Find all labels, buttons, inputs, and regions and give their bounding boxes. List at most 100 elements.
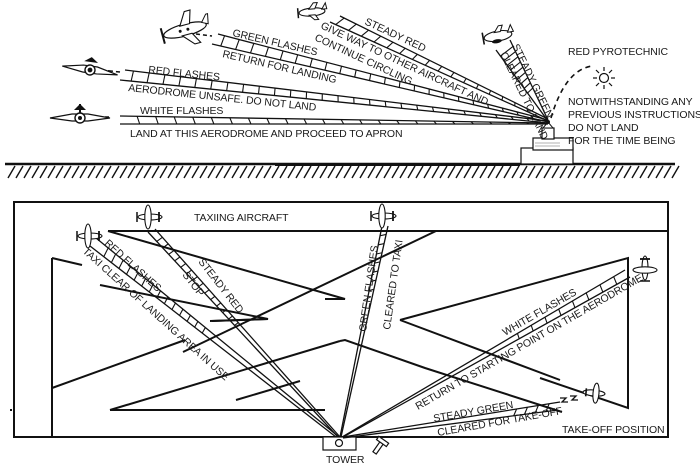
takeoff-position-marker	[560, 395, 578, 403]
red-flashes-hatch	[431, 106, 435, 112]
ground-hatch-stroke	[247, 165, 256, 179]
ground-hatch-stroke	[527, 165, 536, 179]
ground-hatch-stroke	[559, 165, 568, 179]
ground-steady-red-hatch	[156, 236, 163, 242]
ground-hatch-stroke	[103, 165, 112, 179]
ground-hatch-stroke	[543, 165, 552, 179]
ground-steady-green-hatch	[523, 407, 528, 415]
tower-label: TOWER	[326, 454, 365, 466]
ground-hatch-stroke	[7, 165, 16, 179]
steady-green-hatch	[517, 71, 526, 80]
green-flashes-hatch	[339, 66, 343, 74]
white-flashes-hatch	[266, 118, 271, 125]
red-flashes-hatch	[463, 110, 466, 115]
green-flashes-hatch	[472, 100, 475, 105]
steady-red-hatch	[424, 59, 430, 66]
air-green-flashes-meaning: RETURN FOR LANDING	[221, 48, 337, 86]
red-flashes-hatch	[178, 76, 182, 87]
ground-hatch-stroke	[639, 165, 648, 179]
flare-burst-icon	[593, 67, 615, 89]
ground-hatch-stroke	[15, 165, 24, 179]
ground-hatch-stroke	[575, 165, 584, 179]
ground-red-flashes-hatch	[118, 259, 124, 269]
ground-hatch-stroke	[623, 165, 632, 179]
green-flashes-hatch	[383, 77, 386, 85]
ground-hatch-stroke	[175, 165, 184, 179]
ground-steady-red-hatch	[186, 269, 192, 275]
ground-hatch-stroke	[215, 165, 224, 179]
ground-steady-red-hatch	[162, 243, 169, 249]
ground-hatch-stroke	[111, 165, 120, 179]
ground-steady-red-hatch	[222, 309, 227, 313]
control-tower-side	[520, 120, 574, 165]
aircraft-icon-takeoff-steady-green	[582, 382, 606, 404]
ground-red-flashes-hatch	[178, 308, 184, 316]
steady-green-hatch	[500, 45, 514, 57]
ground-hatch-stroke	[279, 165, 288, 179]
white-flashes-hatch	[192, 116, 196, 125]
aircraft-icon-taxi-green-flashes	[370, 203, 397, 229]
steady-red-hatch	[450, 72, 455, 78]
white-flashes-hatch	[247, 117, 252, 125]
ground-red-flashes-hatch	[163, 296, 169, 304]
ground-white-flashes-hatch	[530, 325, 534, 332]
ground-hatch-stroke	[71, 165, 80, 179]
ground-hatch-stroke	[167, 165, 176, 179]
ground-hatch-stroke	[367, 165, 376, 179]
ground-steady-red-hatch	[210, 295, 216, 301]
steady-green-hatch	[520, 77, 529, 85]
ground-steady-red-hatch	[192, 276, 198, 281]
ground-steady-red-hatch	[234, 322, 239, 326]
ground-hatch-stroke	[95, 165, 104, 179]
ground-steady-red-hatch	[216, 302, 222, 307]
green-flashes-hatch	[324, 62, 328, 71]
white-flashes-hatch	[377, 119, 382, 125]
red-flashes-hatch	[384, 101, 387, 107]
pyrotechnic-signal: RED PYROTECHNIC	[568, 46, 669, 58]
ground-hatch-stroke	[63, 165, 72, 179]
ground-hatch-stroke	[255, 165, 264, 179]
red-flashes-hatch	[273, 88, 276, 96]
ground-green-flashes-hatch	[372, 270, 379, 273]
white-flashes-hatch	[210, 117, 215, 125]
ground-green-flashes-hatch	[370, 279, 377, 282]
ground-red-flashes-hatch	[141, 278, 147, 287]
green-flashes-hatch	[235, 39, 240, 50]
white-flashes-hatch	[396, 120, 400, 125]
red-flashes-hatch	[146, 72, 150, 83]
red-flashes-hatch	[226, 82, 229, 91]
ground-hatch-stroke	[511, 165, 520, 179]
ground-white-flashes-hatch	[558, 308, 562, 316]
ground-steady-green-hatch	[534, 405, 539, 414]
ground-hatch-stroke	[47, 165, 56, 179]
ground-hatch-stroke	[383, 165, 392, 179]
steady-red-hatch	[335, 17, 345, 26]
red-flashes-hatch	[130, 70, 134, 82]
ground-hatch-stroke	[327, 165, 336, 179]
ground-hatching	[7, 165, 680, 179]
green-flashes-hatch	[249, 43, 255, 54]
aircraft-icon-taxi-white-flashes	[632, 255, 658, 282]
steady-red-hatch	[386, 41, 394, 49]
ground-red-flashes-hatch	[156, 290, 161, 299]
control-tower-plan	[322, 436, 357, 451]
ground-hatch-stroke	[567, 165, 576, 179]
ground-red-flashes-hatch	[125, 266, 132, 275]
red-pyrotechnic-flare	[550, 65, 615, 119]
takeoff-position-label: TAKE-OFF POSITION	[562, 424, 665, 436]
aircraft-icon-green-flashes	[159, 9, 209, 45]
ground-hatch-stroke	[303, 165, 312, 179]
ground-hatch-stroke	[631, 165, 640, 179]
white-flashes-hatch	[470, 121, 474, 125]
red-flashes-hatch	[242, 84, 245, 93]
pyrotechnic-meaning-line4: FOR THE TIME BEING	[568, 135, 676, 147]
steady-red-hatch	[412, 53, 418, 60]
ground-hatch-stroke	[655, 165, 664, 179]
white-flashes-hatch	[507, 121, 511, 125]
ground-hatch-stroke	[647, 165, 656, 179]
ground-white-flashes-hatch	[571, 300, 576, 308]
ground-hatch-stroke	[335, 165, 344, 179]
white-flashes-hatch	[322, 119, 326, 125]
ground-hatch-stroke	[455, 165, 464, 179]
